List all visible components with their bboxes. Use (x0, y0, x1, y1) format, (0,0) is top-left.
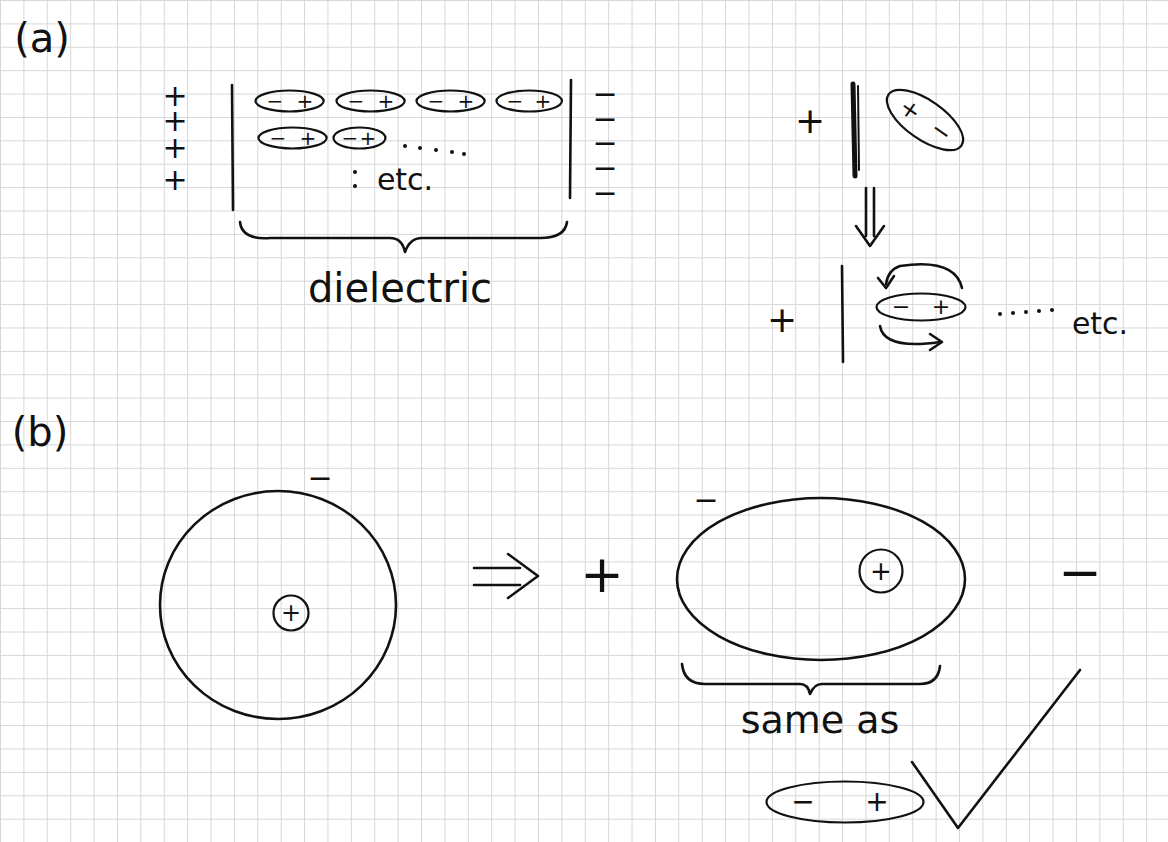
outline-ellipse (417, 91, 485, 112)
capacitor-plate (842, 266, 843, 362)
implies-arrow (474, 554, 538, 598)
outline-ellipse (259, 128, 327, 149)
outline-ellipse (860, 550, 903, 593)
capacitor-plate (570, 80, 571, 198)
minus-sign: − (267, 91, 284, 111)
plus-sign: + (378, 91, 395, 111)
outline (875, 76, 974, 163)
check-mark (912, 670, 1080, 828)
plus-sign: + (870, 558, 892, 584)
outline (332, 126, 387, 150)
outline-ellipse (496, 91, 561, 112)
plus-charge: + (767, 302, 797, 338)
outline-ellipse (877, 79, 972, 162)
plus-sign: + (865, 788, 888, 816)
section-label: (a) (14, 18, 70, 58)
outline-ellipse (256, 91, 324, 112)
etc-note: etc. (377, 165, 433, 195)
etc-note: etc. (1072, 309, 1128, 339)
minus-sign: − (507, 91, 524, 111)
dielectric-label: dielectric (308, 268, 492, 308)
capacitor-plate (858, 86, 859, 170)
outline-ellipse (677, 498, 965, 660)
outline-ellipse (160, 491, 396, 719)
plus-charge: + (795, 103, 825, 139)
brace (682, 664, 940, 694)
capacitor-plate (853, 84, 855, 176)
plus-charge: + (162, 106, 187, 136)
plus-sign: + (458, 91, 475, 111)
dipole-oval: −+ (415, 89, 486, 113)
minus-charge: − (592, 178, 617, 208)
plus-sign: + (297, 91, 314, 111)
plus-sign: + (932, 296, 950, 318)
outline-ellipse (767, 782, 924, 823)
dipole-oval: −+ (257, 126, 328, 150)
plus-sign: + (360, 128, 377, 148)
outline (765, 780, 925, 824)
nucleus-circle: + (272, 594, 310, 632)
arrowhead (930, 334, 942, 350)
plus-sign: + (895, 94, 925, 125)
plus-charge: + (580, 548, 624, 600)
outline (495, 89, 563, 113)
plus-charge: + (162, 133, 187, 163)
plus-sign: + (281, 601, 301, 625)
dipole-oval: −+ (875, 292, 967, 322)
minus-sign: − (342, 128, 359, 148)
double-arrow (856, 188, 884, 246)
outline (335, 89, 406, 113)
outline (875, 292, 967, 322)
minus-sign: − (693, 485, 718, 515)
continuation-dots (998, 308, 1054, 316)
plus-charge: + (162, 165, 187, 195)
outline (415, 89, 486, 113)
plus-sign: + (300, 128, 317, 148)
arrowhead (878, 276, 894, 288)
dipole-oval: −+ (495, 89, 563, 113)
minus-sign: − (348, 91, 365, 111)
nucleus-circle: + (858, 548, 904, 594)
outline (257, 126, 328, 150)
outline-ellipse (877, 294, 966, 321)
minus-sign: − (307, 463, 332, 493)
minus-sign: − (926, 116, 956, 147)
section-label: (b) (12, 412, 69, 452)
dipole-oval: −+ (765, 780, 925, 824)
outline (254, 89, 325, 113)
minus-sign: − (791, 788, 814, 816)
atom-outline: −+ (675, 478, 967, 664)
minus-sign: − (892, 296, 910, 318)
atom-outline: −+ (158, 470, 398, 722)
capacitor-plate (232, 85, 233, 210)
minus-sign: − (428, 91, 445, 111)
dipole-oval: −+ (332, 126, 387, 150)
dipole-oval: −+ (254, 89, 325, 113)
brace (240, 222, 567, 252)
outline-ellipse (337, 91, 405, 112)
outline-ellipse (333, 128, 385, 149)
dipole-oval: −+ (335, 89, 406, 113)
plus-sign: + (535, 91, 552, 111)
rotation-arrow (886, 264, 962, 288)
dipole-oval: +− (875, 76, 974, 163)
minus-sign: − (270, 128, 287, 148)
outline (675, 478, 967, 664)
outline-ellipse (274, 596, 309, 631)
outline (158, 470, 398, 722)
minus-charge: − (1058, 546, 1102, 598)
same-as-label: same as (741, 701, 900, 739)
